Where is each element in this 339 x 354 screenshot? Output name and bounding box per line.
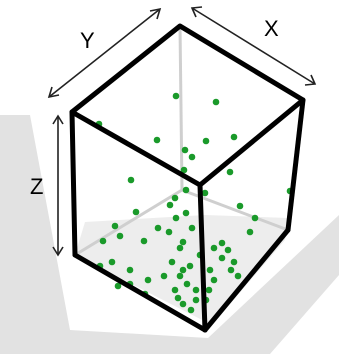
particle-dot [188, 224, 196, 232]
particle-dot [230, 258, 238, 266]
particle-dot [127, 176, 135, 184]
particle-dot [226, 168, 234, 176]
particle-dot [114, 282, 122, 290]
particle-dot [171, 194, 179, 202]
particle-dot [182, 209, 190, 217]
particle-dot [192, 286, 200, 294]
particle-dot [168, 258, 176, 266]
particle-dot [154, 224, 162, 232]
particle-dot [132, 208, 140, 216]
particle-dot [181, 146, 189, 154]
cube-right-edge [285, 97, 306, 233]
particle-dot [165, 228, 173, 236]
dimension-arrows [47, 6, 317, 257]
cube-front-edges [69, 23, 306, 333]
cube-front-edge [197, 182, 208, 333]
particle-dot [140, 237, 148, 245]
particle-dot [188, 153, 196, 161]
particle-cloud [95, 92, 294, 314]
y-arrowhead-end [149, 7, 162, 20]
particle-dot [206, 266, 214, 274]
x-arrowhead-end [304, 74, 317, 86]
particle-dot [212, 98, 220, 106]
particle-dot [186, 262, 194, 270]
cube-top-face [69, 23, 306, 188]
particle-dot [166, 201, 174, 209]
particle-dot [160, 272, 168, 280]
particle-dot [172, 214, 180, 222]
particle-dot [251, 214, 259, 222]
cube-bottom-left-edge [72, 252, 208, 333]
particle-dot [227, 266, 235, 274]
particle-dot [172, 92, 180, 100]
x-axis-label: X [264, 16, 279, 41]
particle-dot [179, 238, 187, 246]
y-arrowhead-start [47, 86, 60, 99]
particle-dot [176, 244, 184, 252]
particle-dot [174, 294, 182, 302]
particle-dot [108, 258, 116, 266]
particle-dot [246, 228, 254, 236]
y-dimension-arrow [48, 8, 161, 98]
particle-dot [224, 246, 232, 254]
particle-dot [218, 239, 226, 247]
particle-dot [126, 266, 134, 274]
cube-left-edge [69, 109, 78, 258]
particle-dot [171, 286, 179, 294]
particle-dot [153, 136, 161, 144]
particle-dot [210, 244, 218, 252]
particle-dot [202, 137, 210, 145]
z-axis-label: Z [30, 174, 43, 199]
cube-bottom-right-edge [202, 227, 291, 333]
z-arrowhead-start [52, 114, 64, 125]
particle-dot [230, 133, 238, 141]
particle-dot [180, 166, 188, 174]
particle-dot [183, 280, 191, 288]
particle-dot [179, 300, 187, 308]
particle-dot [144, 276, 152, 284]
particle-dot [218, 254, 226, 262]
particle-dot [234, 272, 242, 280]
particle-dot [111, 222, 119, 230]
particle-dot [182, 186, 190, 194]
particle-dot [99, 237, 107, 245]
particle-dot [187, 306, 195, 314]
y-axis-label: Y [80, 28, 95, 53]
x-dimension-arrow [191, 7, 316, 85]
particle-dot [192, 296, 200, 304]
z-arrowhead-end [52, 246, 64, 257]
particle-dot [210, 276, 218, 284]
box-shadow [0, 115, 339, 354]
particle-dot [179, 266, 187, 274]
particle-dot [205, 286, 213, 294]
particle-dot [201, 189, 209, 197]
particle-dot [116, 232, 124, 240]
particle-dot [236, 202, 244, 210]
x-arrowhead-start [190, 6, 203, 18]
particle-dot [176, 272, 184, 280]
